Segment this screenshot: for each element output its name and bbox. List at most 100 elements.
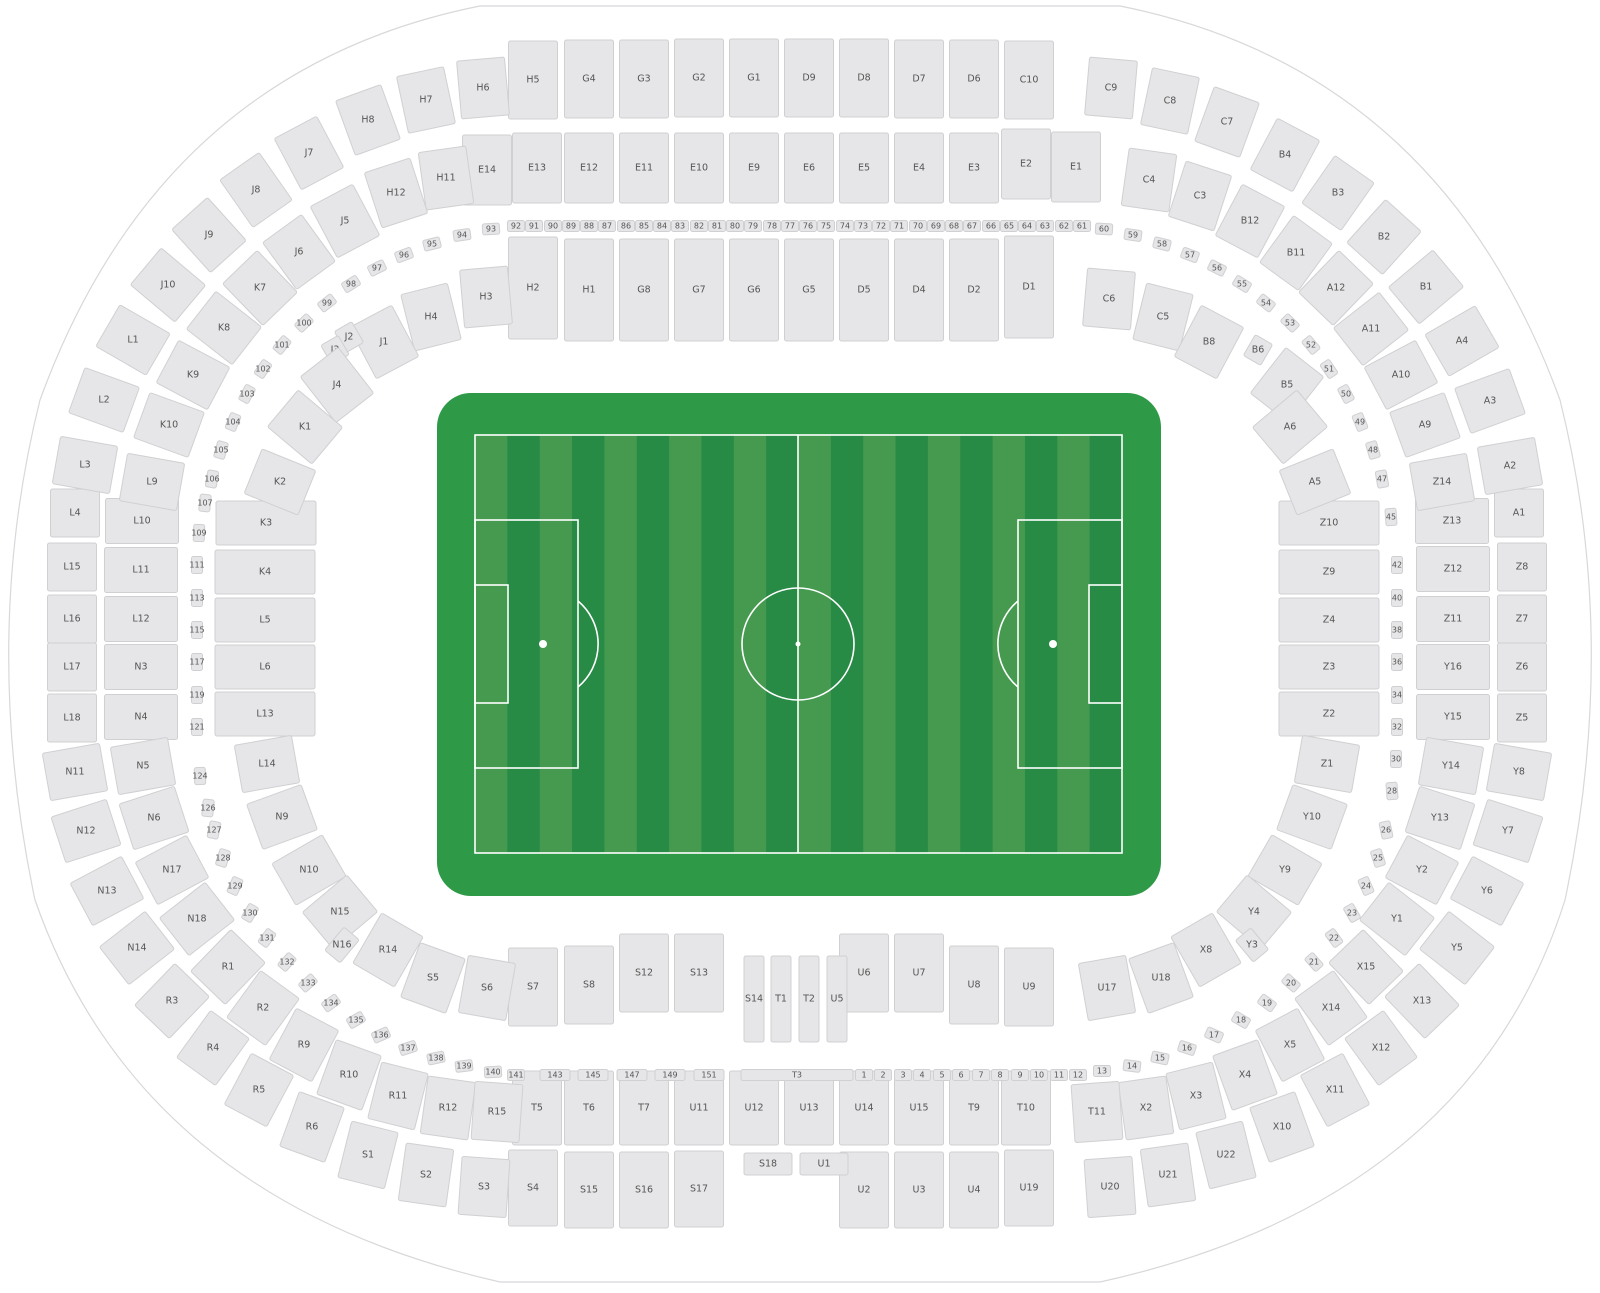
- section-l13[interactable]: L13: [214, 691, 316, 737]
- box-96[interactable]: 96: [394, 246, 414, 264]
- section-d9[interactable]: D9: [784, 38, 834, 118]
- section-c9[interactable]: C9: [1084, 56, 1138, 120]
- section-n14[interactable]: N14: [99, 911, 175, 985]
- section-g6[interactable]: G6: [729, 238, 779, 342]
- box-62[interactable]: 62: [1055, 220, 1073, 232]
- section-g3[interactable]: G3: [619, 39, 669, 119]
- section-n4[interactable]: N4: [104, 694, 178, 740]
- box-20[interactable]: 20: [1280, 972, 1302, 993]
- box-139[interactable]: 139: [454, 1059, 474, 1073]
- box-6[interactable]: 6: [952, 1069, 970, 1081]
- box-50[interactable]: 50: [1336, 383, 1356, 404]
- section-y13[interactable]: Y13: [1405, 786, 1475, 850]
- section-a2[interactable]: A2: [1477, 437, 1543, 495]
- section-a6[interactable]: A6: [1252, 390, 1328, 464]
- box-84[interactable]: 84: [653, 220, 671, 232]
- box-22[interactable]: 22: [1324, 927, 1345, 949]
- section-l15[interactable]: L15: [47, 542, 97, 592]
- section-n6[interactable]: N6: [119, 786, 189, 850]
- box-77[interactable]: 77: [781, 220, 799, 232]
- section-x2[interactable]: X2: [1117, 1075, 1175, 1141]
- section-y2[interactable]: Y2: [1385, 835, 1459, 905]
- box-101[interactable]: 101: [270, 333, 294, 357]
- section-s1[interactable]: S1: [337, 1120, 399, 1190]
- section-k7[interactable]: K7: [222, 250, 298, 326]
- box-t3[interactable]: T3: [740, 1069, 854, 1081]
- section-s6[interactable]: S6: [458, 955, 516, 1021]
- box-59[interactable]: 59: [1123, 228, 1143, 242]
- section-c10[interactable]: C10: [1004, 40, 1054, 120]
- box-121[interactable]: 121: [189, 718, 205, 736]
- section-x5[interactable]: X5: [1255, 1008, 1325, 1082]
- section-l1[interactable]: L1: [96, 304, 170, 376]
- section-h2[interactable]: H2: [508, 236, 558, 340]
- section-d1[interactable]: D1: [1004, 235, 1054, 339]
- box-1[interactable]: 1: [855, 1069, 873, 1081]
- section-e2[interactable]: E2: [1001, 128, 1051, 200]
- section-n16[interactable]: N16: [324, 927, 360, 964]
- box-60[interactable]: 60: [1094, 222, 1114, 236]
- box-3[interactable]: 3: [894, 1069, 912, 1081]
- box-9[interactable]: 9: [1011, 1069, 1029, 1081]
- box-136[interactable]: 136: [370, 1025, 392, 1045]
- section-t9[interactable]: T9: [949, 1070, 999, 1146]
- box-124[interactable]: 124: [192, 766, 208, 786]
- section-x10[interactable]: X10: [1249, 1091, 1315, 1163]
- box-40[interactable]: 40: [1391, 589, 1403, 607]
- section-s2[interactable]: S2: [397, 1142, 455, 1208]
- section-y16[interactable]: Y16: [1416, 644, 1490, 690]
- section-e5[interactable]: E5: [839, 132, 889, 204]
- box-42[interactable]: 42: [1391, 556, 1403, 574]
- section-h6[interactable]: H6: [456, 56, 510, 120]
- box-83[interactable]: 83: [671, 220, 689, 232]
- box-145[interactable]: 145: [577, 1069, 609, 1081]
- section-d5[interactable]: D5: [839, 238, 889, 342]
- box-76[interactable]: 76: [799, 220, 817, 232]
- section-j9[interactable]: J9: [172, 197, 246, 273]
- section-r4[interactable]: R4: [176, 1010, 250, 1086]
- section-u4[interactable]: U4: [949, 1151, 999, 1229]
- box-61[interactable]: 61: [1073, 220, 1091, 232]
- section-s12[interactable]: S12: [619, 933, 669, 1013]
- box-128[interactable]: 128: [212, 847, 234, 869]
- box-117[interactable]: 117: [189, 653, 205, 671]
- box-4[interactable]: 4: [913, 1069, 931, 1081]
- section-h4[interactable]: H4: [400, 282, 462, 352]
- section-e9[interactable]: E9: [729, 132, 779, 204]
- box-129[interactable]: 129: [223, 875, 246, 898]
- box-74[interactable]: 74: [836, 220, 854, 232]
- box-86[interactable]: 86: [617, 220, 635, 232]
- section-s17[interactable]: S17: [674, 1150, 724, 1228]
- section-a4[interactable]: A4: [1425, 305, 1499, 377]
- section-g4[interactable]: G4: [564, 39, 614, 119]
- box-67[interactable]: 67: [963, 220, 981, 232]
- section-x4[interactable]: X4: [1212, 1039, 1278, 1111]
- section-l12[interactable]: L12: [104, 596, 178, 642]
- section-t7[interactable]: T7: [619, 1070, 669, 1146]
- box-111[interactable]: 111: [189, 556, 205, 574]
- section-r14[interactable]: R14: [352, 913, 424, 987]
- box-87[interactable]: 87: [598, 220, 616, 232]
- box-23[interactable]: 23: [1342, 902, 1362, 923]
- box-134[interactable]: 134: [319, 991, 343, 1015]
- section-u20[interactable]: U20: [1083, 1156, 1137, 1218]
- section-a12[interactable]: A12: [1298, 250, 1374, 326]
- section-h7[interactable]: H7: [396, 66, 456, 134]
- section-y15[interactable]: Y15: [1416, 694, 1490, 740]
- box-28[interactable]: 28: [1385, 781, 1399, 801]
- section-b12[interactable]: B12: [1215, 184, 1285, 258]
- section-b2[interactable]: B2: [1347, 199, 1421, 275]
- section-b4[interactable]: B4: [1250, 118, 1320, 192]
- section-a10[interactable]: A10: [1364, 340, 1438, 410]
- box-26[interactable]: 26: [1378, 820, 1394, 840]
- section-n5[interactable]: N5: [110, 737, 176, 795]
- section-y4[interactable]: Y4: [1216, 875, 1292, 949]
- box-137[interactable]: 137: [398, 1039, 419, 1057]
- section-y5[interactable]: Y5: [1419, 911, 1495, 985]
- box-93[interactable]: 93: [481, 222, 501, 236]
- box-132[interactable]: 132: [275, 950, 299, 974]
- section-n3[interactable]: N3: [104, 644, 178, 690]
- section-d8[interactable]: D8: [839, 38, 889, 118]
- box-18[interactable]: 18: [1230, 1010, 1251, 1030]
- box-138[interactable]: 138: [426, 1050, 446, 1066]
